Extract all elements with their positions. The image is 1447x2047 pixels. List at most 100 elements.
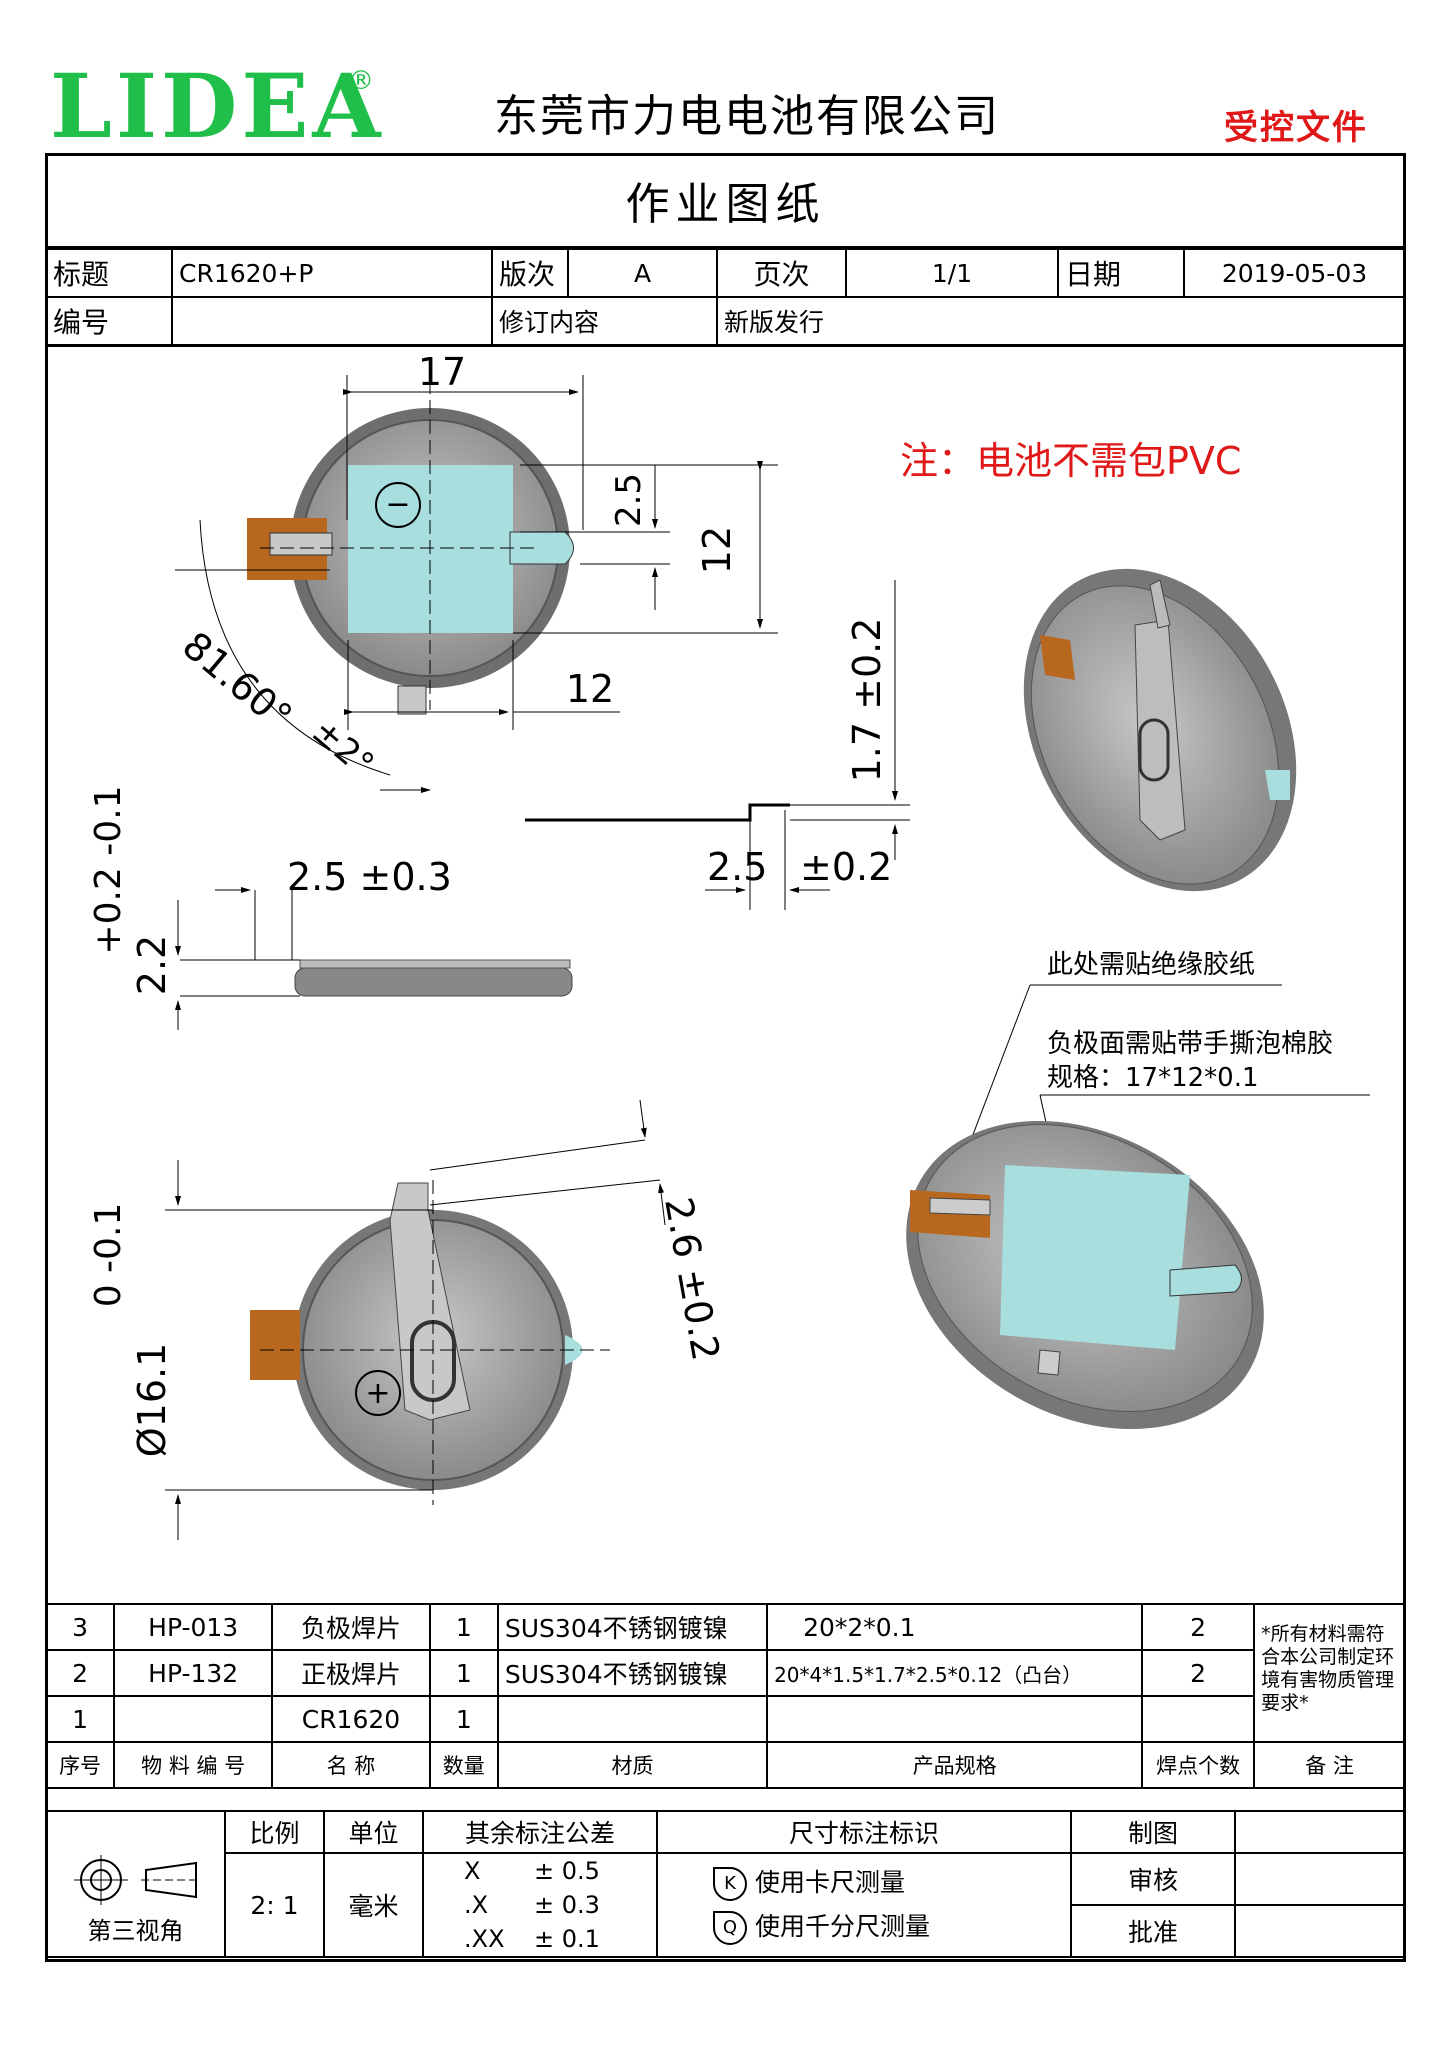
bom-row-2-code: HP-132 (113, 1649, 274, 1697)
bottom-view-negative-tab (250, 1310, 300, 1380)
approve-label: 批准 (1070, 1904, 1236, 1958)
third-angle-projection-icon (73, 1855, 201, 1905)
dim-12-horizontal: 12 (566, 667, 614, 711)
pvc-note: 注：电池不需包PVC (900, 439, 1241, 483)
isometric-view-back (1023, 568, 1297, 892)
bom-row-3-name: 负极焊片 (271, 1603, 431, 1651)
bom-header-no: 序号 (44, 1741, 116, 1789)
bom-row-2-material: SUS304不锈钢镀镍 (496, 1649, 769, 1697)
bom-header-material: 材质 (496, 1741, 769, 1789)
bom-row-1-spec (766, 1695, 1144, 1743)
review-value (1234, 1852, 1406, 1906)
document-title-text: 作业图纸 (625, 178, 826, 230)
bom-row-3-material: SUS304不锈钢镀镍 (496, 1603, 769, 1651)
dim-angle: 81.60° (174, 623, 300, 739)
number-label: 编号 (45, 296, 173, 346)
unit-value: 毫米 (323, 1852, 424, 1958)
version-label: 版次 (491, 248, 569, 298)
negative-symbol-icon (375, 482, 421, 528)
document-title: 作业图纸 (45, 153, 1406, 249)
dim-1-7: 1.7 ±0.2 (845, 618, 889, 783)
tolerance-label: 其余标注公差 (422, 1810, 658, 1854)
positive-tab (509, 531, 574, 565)
tab-side-profile: 1.7 ±0.2 2.5 ±0.2 (525, 580, 910, 910)
dim-2-2: 2.2 (130, 935, 174, 995)
bom-row-3-welds: 2 (1141, 1603, 1256, 1651)
dim-2-6: 2.6 ±0.2 (656, 1194, 728, 1364)
bom-row-1-code (113, 1695, 274, 1743)
projection-label: 第三视角 (87, 1917, 184, 1945)
title-label: 标题 (45, 248, 173, 298)
company-name: 东莞市力电电池有限公司 (494, 91, 1000, 142)
bom-row-3-code: HP-013 (113, 1603, 274, 1651)
date-value: 2019-05-03 (1183, 248, 1406, 298)
marking-label: 尺寸标注标识 (656, 1810, 1072, 1854)
callout-foam: 负极面需贴带手撕泡棉胶 (1047, 1029, 1333, 1059)
dim-2-2-tol: +0.2 -0.1 (88, 785, 129, 954)
positive-symbol-icon (355, 1370, 401, 1416)
positive-tab-bottom (397, 685, 427, 715)
bom-row-1-name: CR1620 (271, 1695, 431, 1743)
scale-label: 比例 (224, 1810, 325, 1854)
bom-header-code: 物 料 编 号 (113, 1741, 274, 1789)
page-label: 页次 (716, 248, 847, 298)
title-block: 第三视角 比例 单位 其余标注公差 尺寸标注标识 制图 2: 1 毫米 X± 0… (45, 1810, 1406, 1958)
version-value: A (567, 248, 718, 298)
title-value: CR1620+P (171, 248, 493, 298)
dim-12-vertical: 12 (695, 526, 739, 574)
controlled-stamp: 受控文件 (1224, 108, 1368, 148)
dim-2-5-left: 2.5 ±0.3 (287, 855, 452, 899)
bom-row-2-qty: 1 (428, 1649, 499, 1697)
bom-row-2-name: 正极焊片 (271, 1649, 431, 1697)
negative-tab-strip (269, 532, 333, 556)
dim-16-1: Ø16.1 (130, 1343, 174, 1458)
micrometer-note: 使用千分尺测量 (755, 1912, 931, 1941)
bom-row-2-spec: 20*4*1.5*1.7*2.5*0.12（凸台） (766, 1649, 1144, 1697)
bom-header-name: 名 称 (271, 1741, 431, 1789)
dim-16-1-tol: 0 -0.1 (88, 1203, 129, 1308)
drawn-value (1234, 1810, 1406, 1854)
scale-value: 2: 1 (224, 1852, 325, 1958)
page-value: 1/1 (845, 248, 1059, 298)
side-view: 2.2 +0.2 -0.1 2.5 ±0.3 (88, 785, 573, 1030)
bom-row-1-welds (1141, 1695, 1256, 1743)
isometric-view-front (906, 1120, 1264, 1430)
bom-row-3-no: 3 (44, 1603, 116, 1651)
approve-value (1234, 1904, 1406, 1958)
negative-sign: − (385, 487, 410, 522)
projection-cell: 第三视角 (45, 1810, 226, 1958)
micrometer-symbol-icon: Q (713, 1911, 747, 1945)
angle-arc (199, 519, 391, 776)
bom-header-welds: 焊点个数 (1141, 1741, 1256, 1789)
bom-row-3-qty: 1 (428, 1603, 499, 1651)
dim-2-5-top: 2.5 (609, 473, 649, 527)
drawn-label: 制图 (1070, 1810, 1236, 1854)
dim-17: 17 (418, 350, 466, 394)
drawing-area-divider (45, 344, 1406, 347)
revision-value: 新版发行 (716, 296, 1406, 346)
caliper-note: 使用卡尺测量 (755, 1868, 906, 1897)
bom-row-2-no: 2 (44, 1649, 116, 1697)
date-label: 日期 (1057, 248, 1185, 298)
bom-row-1-material (496, 1695, 769, 1743)
company-logo: LIDEA (50, 54, 385, 158)
marking-values: K 使用卡尺测量 Q 使用千分尺测量 (656, 1852, 1072, 1958)
dim-2-5-side: 2.5 (707, 845, 767, 889)
bom-row-2-welds: 2 (1141, 1649, 1256, 1697)
bom-row-1-no: 1 (44, 1695, 116, 1743)
side-view-body (294, 967, 573, 997)
bom-header-spec: 产品规格 (766, 1741, 1144, 1789)
bom-remark: *所有材料需符合本公司制定环境有害物质管理要求* (1253, 1603, 1406, 1743)
callout-spec: 规格：17*12*0.1 (1047, 1063, 1259, 1093)
top-view: − 17 12 2.5 12 81.60° ±2° (174, 350, 778, 793)
registered-mark: ® (348, 66, 374, 96)
caliper-symbol-icon: K (713, 1867, 747, 1901)
dim-2-5-side-tol: ±0.2 (800, 845, 892, 889)
positive-sign: + (365, 1376, 390, 1411)
tolerance-values: X± 0.5 .X± 0.3 .XX± 0.1 (422, 1852, 658, 1958)
iso-foam-pad (1000, 1165, 1190, 1350)
info-table: 标题 CR1620+P 版次 A 页次 1/1 日期 2019-05-03 编号… (45, 248, 1406, 346)
unit-label: 单位 (323, 1810, 424, 1854)
bom-row-1-qty: 1 (428, 1695, 499, 1743)
